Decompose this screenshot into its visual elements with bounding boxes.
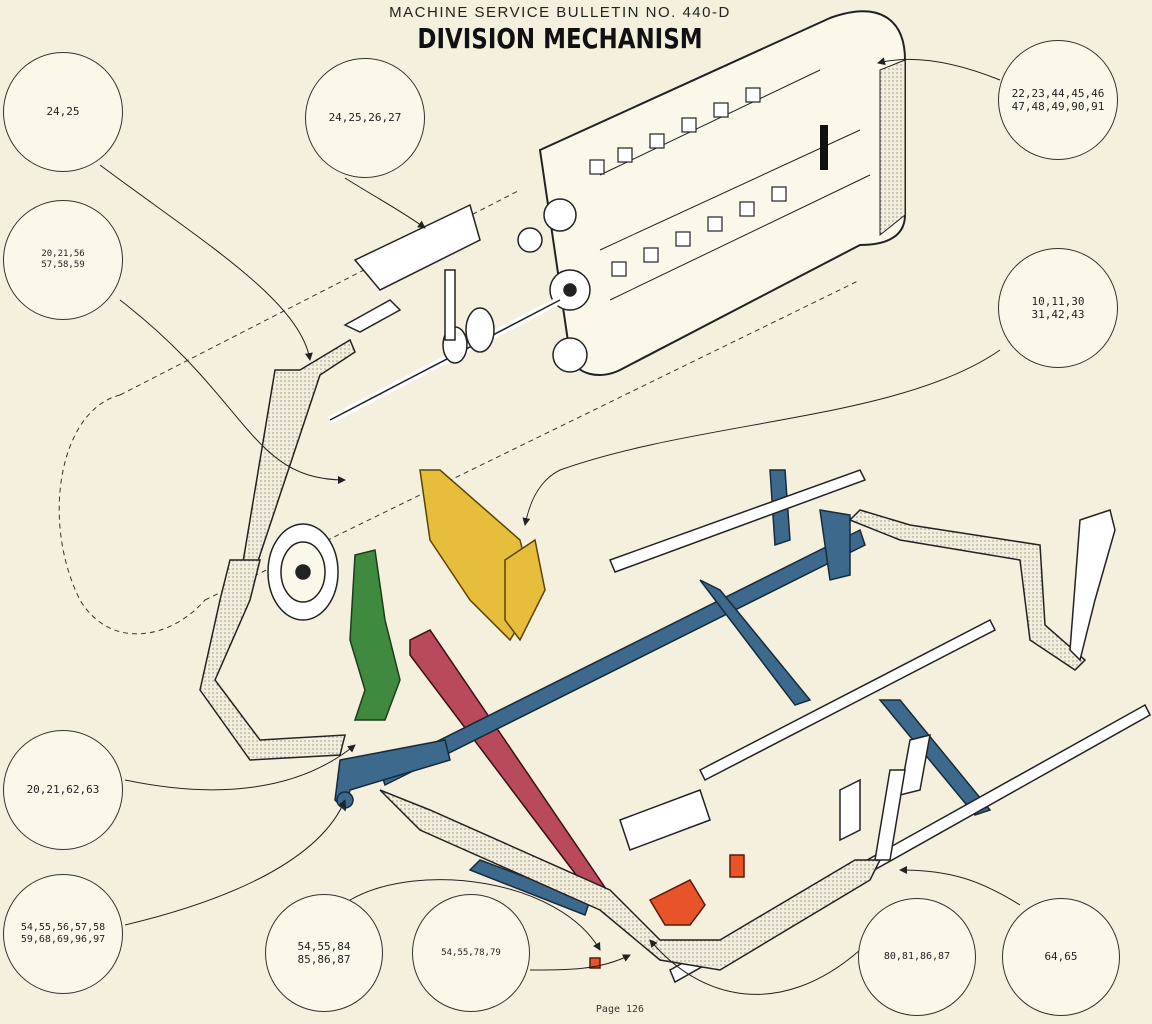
yellow-parts <box>419 469 546 642</box>
callout-64-65: 64,65 <box>1002 898 1120 1016</box>
upper-bracket <box>343 203 481 333</box>
callout-10-43: 10,11,30 31,42,43 <box>998 248 1118 368</box>
uprights <box>619 733 931 861</box>
callout-54-79: 54,55,78,79 <box>412 894 530 1012</box>
carriage-assembly <box>538 10 906 376</box>
green-lever <box>349 549 401 721</box>
callout-54-97: 54,55,56,57,58 59,68,69,96,97 <box>3 874 123 994</box>
blue-parts <box>334 469 992 916</box>
callout-22-91: 22,23,44,45,46 47,48,49,90,91 <box>998 40 1118 160</box>
flywheel <box>267 523 339 621</box>
orange-parts <box>589 854 745 969</box>
right-bracket <box>848 509 1116 671</box>
callout-80-87: 80,81,86,87 <box>858 898 976 1016</box>
callout-24-25: 24,25 <box>3 52 123 172</box>
bulletin-header: MACHINE SERVICE BULLETIN NO. 440-D <box>389 4 731 21</box>
leader-lines <box>99 57 1021 995</box>
callout-20-63: 20,21,62,63 <box>3 730 123 850</box>
callout-20-59: 20,21,56 57,58,59 <box>3 200 123 320</box>
left-lever <box>199 338 356 761</box>
gear-train <box>328 198 591 424</box>
callout-54-87: 54,55,84 85,86,87 <box>265 894 383 1012</box>
page-number: Page 126 <box>595 1004 645 1015</box>
page-title: DIVISION MECHANISM <box>417 22 703 55</box>
callout-24-27: 24,25,26,27 <box>305 58 425 178</box>
